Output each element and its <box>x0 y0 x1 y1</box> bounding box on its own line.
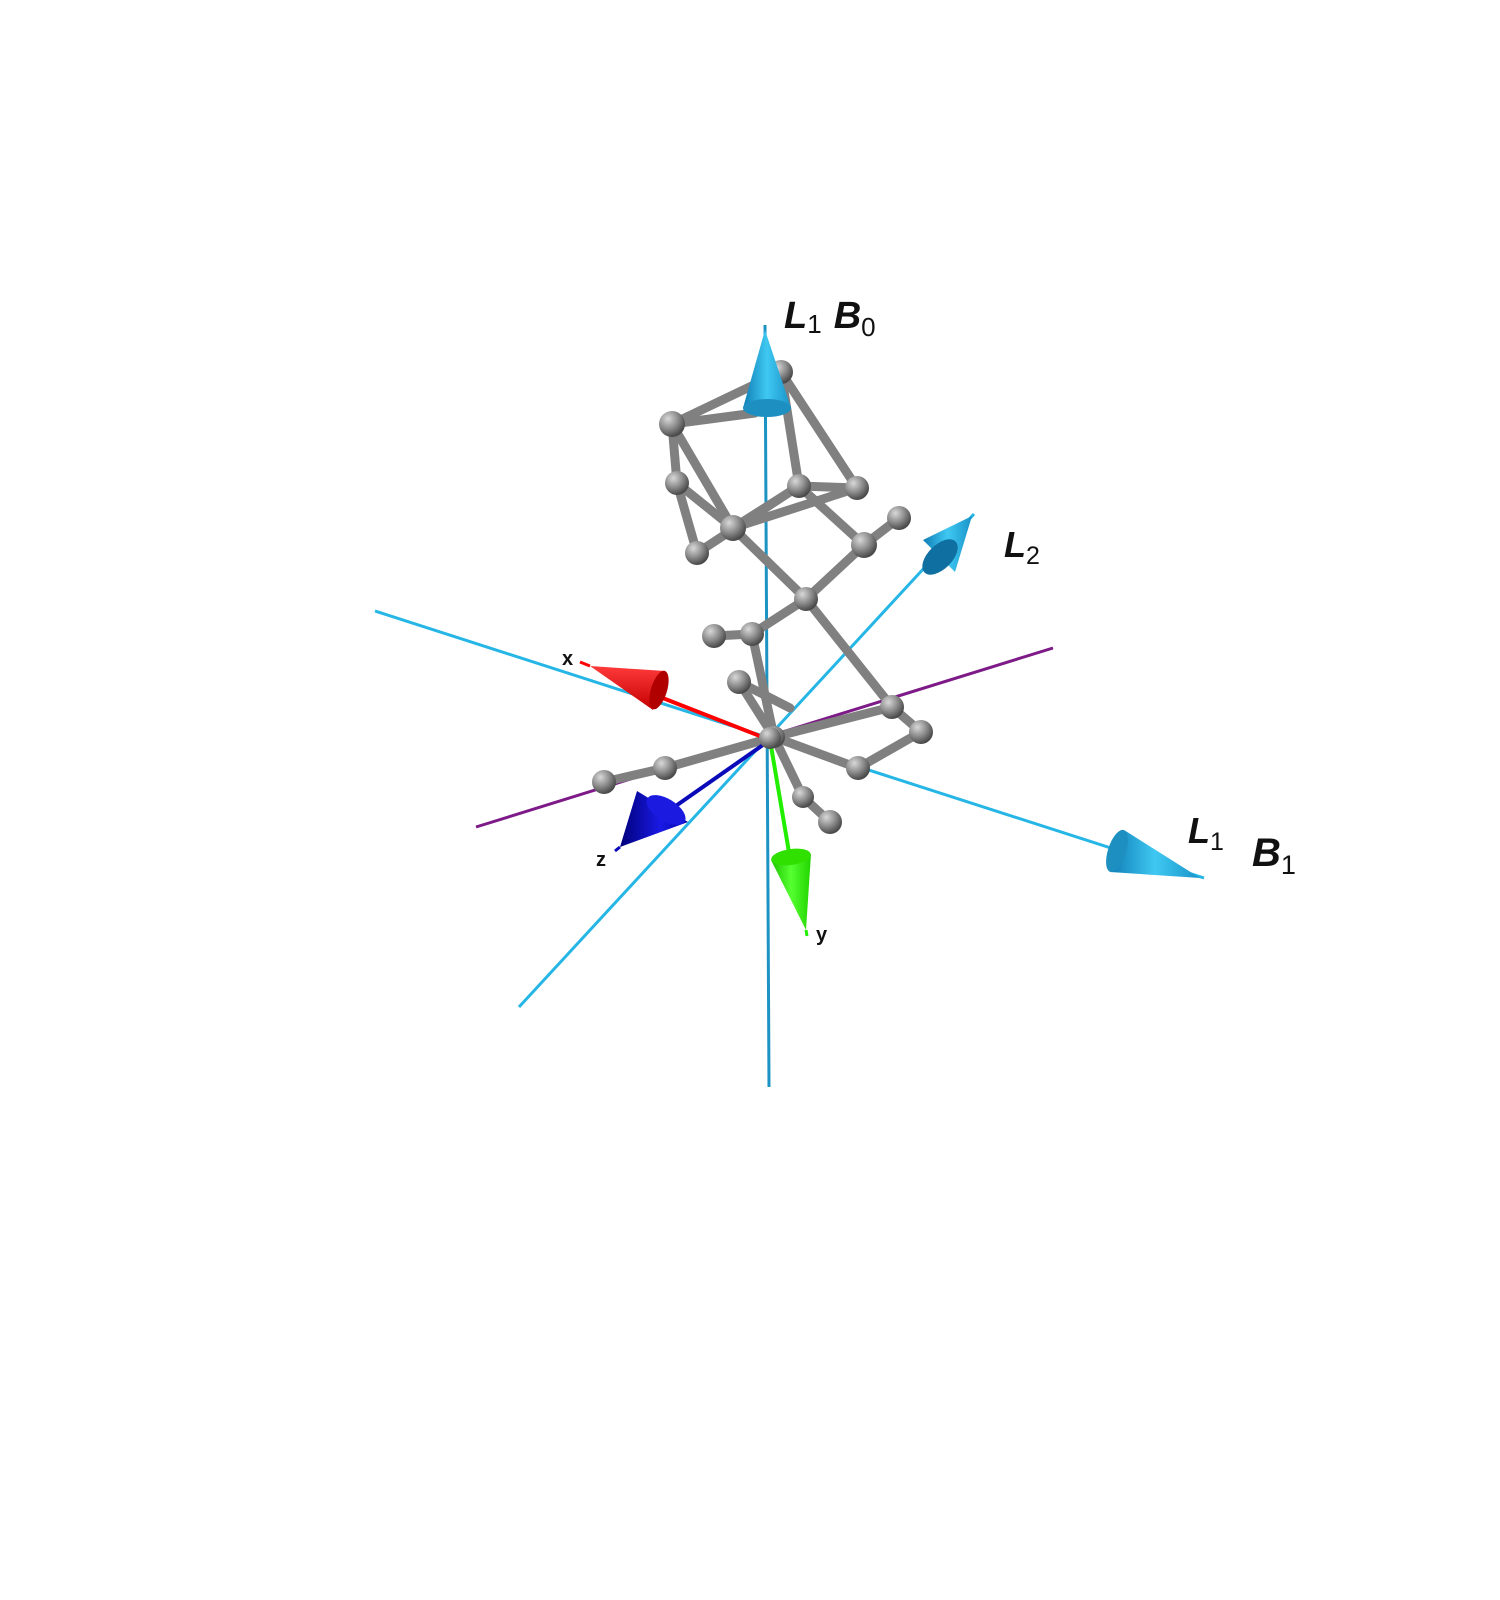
atom-sphere <box>653 756 677 780</box>
atom-sphere <box>794 587 818 611</box>
atom-sphere <box>787 474 811 498</box>
atom-sphere <box>887 506 911 530</box>
atom-sphere <box>759 727 781 749</box>
atom-sphere <box>880 695 904 719</box>
axis-L2-arrow <box>922 516 972 575</box>
z-axis-arrow <box>614 791 688 853</box>
label-L2: L2 <box>1004 524 1040 570</box>
y-axis-label: y <box>816 924 828 946</box>
z-axis-label: z <box>596 849 606 871</box>
axis-L2-line <box>517 512 976 1009</box>
atom-sphere <box>665 471 689 495</box>
atom-sphere <box>659 411 685 437</box>
y-axis-shaft <box>768 739 794 871</box>
y-axis-arrow <box>771 848 811 937</box>
svg-text:L2: L2 <box>1004 524 1040 570</box>
axis-L1-B0-arrow <box>743 330 791 417</box>
molecule-atoms <box>592 360 933 834</box>
x-axis-label: x <box>562 648 573 670</box>
x-axis-shaft <box>654 693 771 742</box>
label-L1-right: L1 <box>1188 810 1224 856</box>
atom-sphere <box>720 515 746 541</box>
axis-L1-B1-arrow <box>1106 829 1200 878</box>
x-axis-arrow <box>579 660 669 710</box>
svg-text:B1: B1 <box>1252 831 1296 880</box>
molecule-bonds <box>599 367 926 827</box>
atom-sphere <box>592 770 616 794</box>
atom-sphere <box>685 541 709 565</box>
atom-sphere <box>909 720 933 744</box>
atom-sphere <box>851 532 877 558</box>
svg-text:L1: L1 <box>1188 810 1224 856</box>
atom-sphere <box>846 756 870 780</box>
atom-sphere <box>702 624 726 648</box>
z-axis-shaft <box>668 738 772 812</box>
atom-sphere <box>792 786 814 808</box>
label-B1: B1 <box>1252 831 1296 880</box>
atom-sphere <box>727 670 751 694</box>
atom-sphere <box>845 476 869 500</box>
atom-sphere <box>818 810 842 834</box>
atom-sphere <box>740 622 764 646</box>
